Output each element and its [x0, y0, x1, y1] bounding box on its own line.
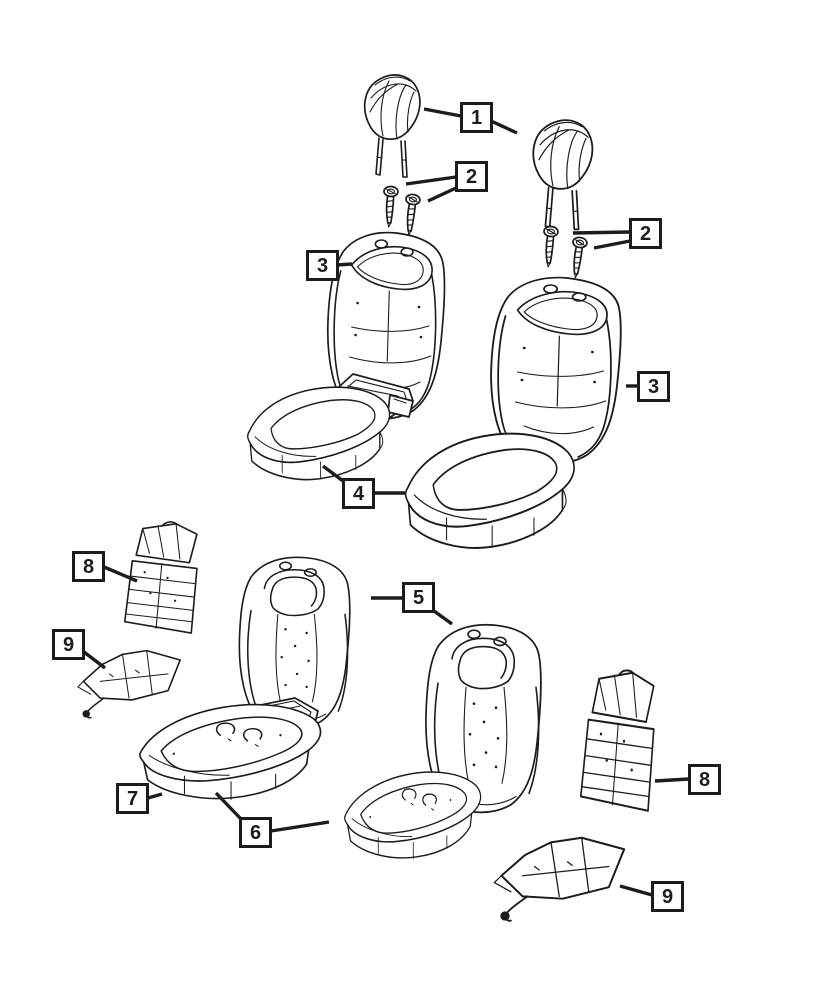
seat-cushion-foam-left-drawing [139, 703, 322, 801]
callout-2-right-label: 2 [639, 222, 652, 245]
callout-9-upper[interactable]: 9 [52, 629, 85, 660]
callout-8-upper-label: 8 [82, 555, 95, 578]
callout-3-left-label: 3 [316, 254, 329, 277]
seat-cushion-heater-mat-lower-drawing [493, 836, 626, 922]
callout-5-label: 5 [412, 586, 425, 609]
callout-8-lower[interactable]: 8 [688, 764, 721, 795]
callout-1[interactable]: 1 [460, 102, 493, 133]
callout-7-label: 7 [126, 787, 139, 810]
callout-4-label: 4 [352, 482, 365, 505]
seat-cushion-cover-right-drawing [404, 432, 576, 549]
callout-leader-lines [82, 107, 690, 897]
seat-cushion-foam-right-drawing [343, 771, 482, 860]
callout-2-right[interactable]: 2 [629, 218, 662, 249]
callout-4[interactable]: 4 [342, 478, 375, 509]
callout-7[interactable]: 7 [116, 783, 149, 814]
callout-5[interactable]: 5 [402, 582, 435, 613]
callout-9-lower-label: 9 [661, 885, 674, 908]
callout-3-right-label: 3 [647, 375, 660, 398]
callout-8-upper[interactable]: 8 [72, 551, 105, 582]
callout-2-left-label: 2 [465, 165, 478, 188]
seat-back-heater-panel-upper-drawing [123, 521, 198, 634]
callout-9-upper-label: 9 [62, 633, 75, 656]
callout-8-lower-label: 8 [698, 768, 711, 791]
headrest-right-drawing [532, 119, 594, 231]
seat-back-heater-panel-lower-drawing [579, 669, 655, 812]
headrest-guide-screws-left-drawing [380, 185, 422, 237]
callout-6[interactable]: 6 [239, 817, 272, 848]
callout-2-left[interactable]: 2 [455, 161, 488, 192]
callout-1-label: 1 [470, 106, 483, 129]
callout-3-left[interactable]: 3 [306, 250, 339, 281]
headrest-left-drawing [363, 74, 421, 178]
seat-cushion-cover-left-drawing [246, 386, 391, 481]
callout-3-right[interactable]: 3 [637, 371, 670, 402]
callout-6-label: 6 [249, 821, 262, 844]
callout-9-lower[interactable]: 9 [651, 881, 684, 912]
